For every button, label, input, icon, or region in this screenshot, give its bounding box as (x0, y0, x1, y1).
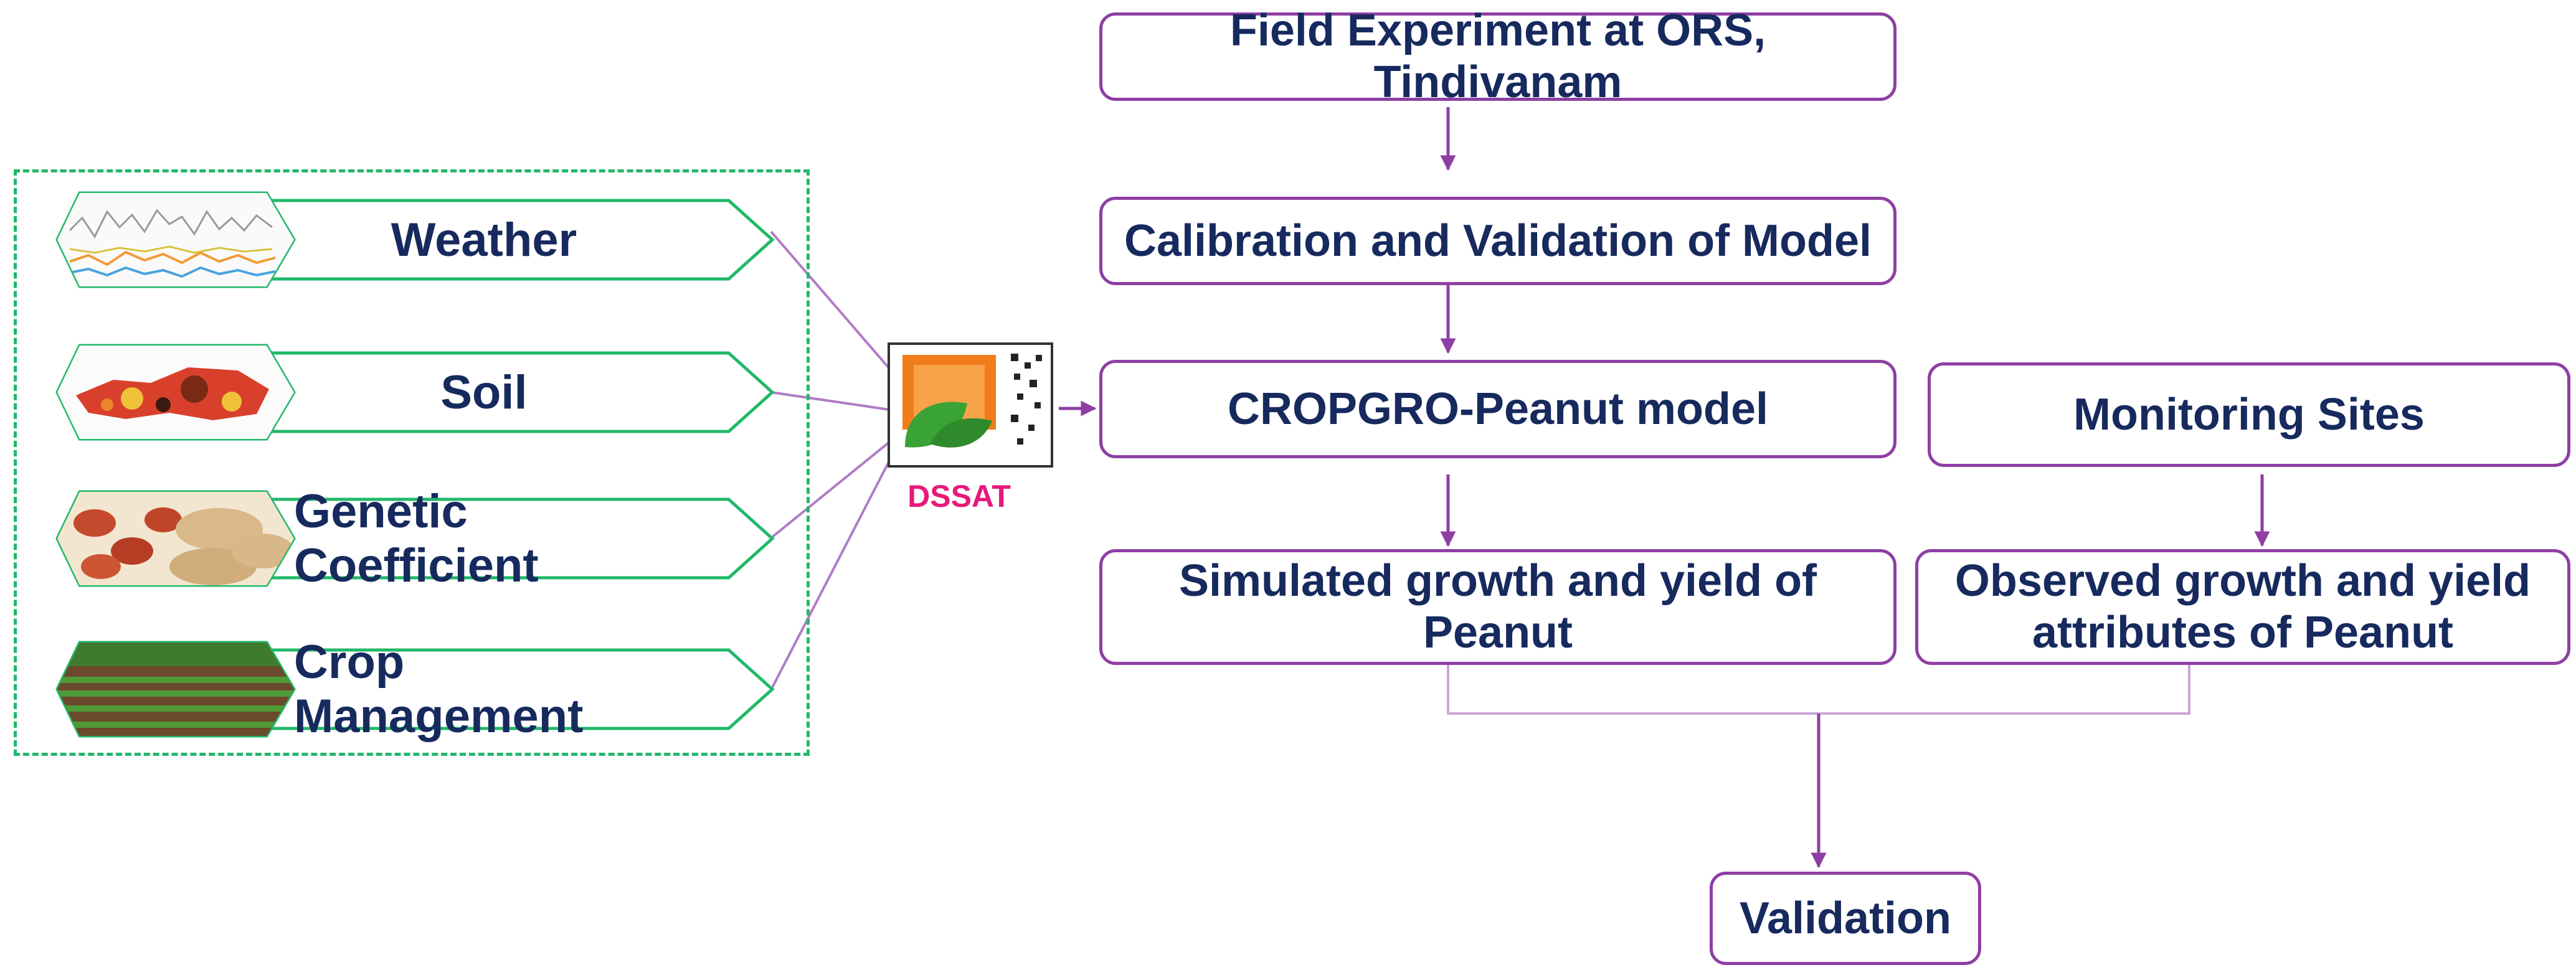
cropgro-peanut-model-box: CROPGRO-Peanut model (1099, 360, 1896, 458)
soil-map-thumbnail (57, 346, 294, 439)
weather-chart-thumbnail (57, 193, 294, 286)
inputs-group-frame (14, 169, 810, 756)
genetic-coefficient-label: Genetic Coefficient (294, 485, 539, 592)
calibration-validation-box: Calibration and Validation of Model (1099, 197, 1896, 285)
merge-bracket (1447, 665, 2190, 715)
observed-growth-box: Observed growth and yield attributes of … (1915, 549, 2570, 665)
soil-label: Soil (440, 365, 528, 419)
weather-label: Weather (391, 213, 577, 266)
weather-to-dssat-line (770, 230, 891, 370)
validation-box: Validation (1710, 872, 1981, 965)
simulated-growth-box: Simulated growth and yield of Peanut (1099, 549, 1896, 665)
genetic-to-dssat-line (770, 441, 891, 539)
soil-to-dssat-line (770, 391, 890, 411)
crop-to-dssat-line (770, 460, 891, 690)
crop-management-label: Crop Management (294, 636, 584, 743)
dssat-logo-icon (888, 342, 1053, 468)
monitoring-sites-box: Monitoring Sites (1928, 362, 2570, 467)
field-experiment-box: Field Experiment at ORS, Tindivanam (1099, 6, 1896, 107)
crop-field-thumbnail (57, 643, 294, 736)
peanut-photo-thumbnail (57, 492, 294, 585)
dssat-label: DSSAT (907, 479, 1011, 514)
